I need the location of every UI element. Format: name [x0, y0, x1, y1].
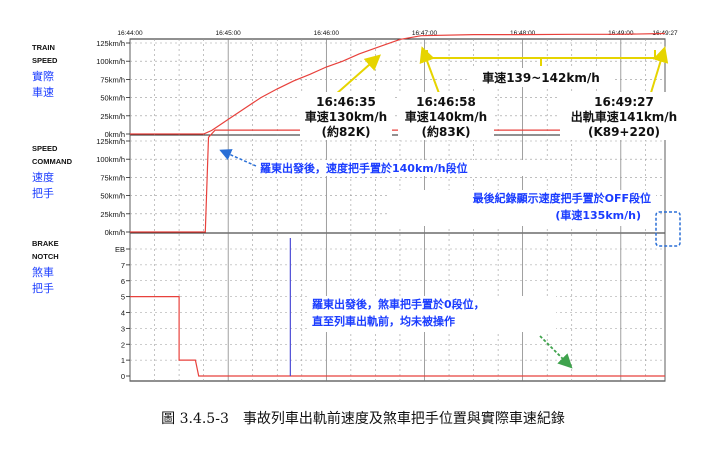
y-tick-label: 125km/h [96, 39, 125, 48]
command-label-en-2: COMMAND [32, 157, 73, 166]
time-label: 16:49:27 [652, 30, 678, 37]
arrow-140 [419, 46, 441, 97]
ann-141-speed: 出軌車速141km/h [571, 109, 677, 124]
y-tick-label: 25km/h [100, 210, 125, 219]
figure-caption: 圖 3.4.5-3 事故列車出軌前速度及煞車把手位置與實際車速紀錄 [161, 410, 565, 427]
last-note-2: (車速135km/h) [555, 208, 641, 222]
y-tick-label: 75km/h [100, 75, 125, 84]
brake-label-en-1: BRAKE [32, 239, 59, 248]
time-axis-labels: 16:44:00 16:45:00 16:46:00 16:47:00 16:48:00… [117, 30, 678, 37]
cmd-note-bg [258, 160, 558, 176]
speed-series-line [130, 32, 666, 135]
y-tick-label: 100km/h [96, 155, 125, 164]
arrow-brake [539, 335, 573, 369]
y-tick-label: 50km/h [100, 94, 125, 103]
brake-label-zh-2: 把手 [32, 281, 54, 295]
y-tick-label: 3 [121, 324, 125, 333]
brake-note-1: 羅東出發後，煞車把手置於0段位， [312, 297, 485, 311]
command-label-zh-2: 把手 [32, 186, 54, 200]
y-tick-label: 6 [121, 277, 125, 286]
y-tick-label: EB [115, 245, 125, 254]
ann-141-time: 16:49:27 [594, 95, 654, 109]
off-highlight-box [655, 211, 681, 247]
brake-note-2: 直至列車出軌前，均未被操作 [312, 314, 455, 328]
ann-140-bg [398, 92, 494, 140]
command-label-zh-1: 速度 [32, 170, 54, 184]
ann-130-time: 16:46:35 [316, 95, 376, 109]
y-tick-label: 1 [121, 356, 125, 365]
y-tick-labels: 125km/h100km/h75km/h50km/h25km/h0km/h125… [96, 39, 125, 381]
time-label: 16:48:00 [510, 30, 536, 37]
ann-141-bg [560, 92, 692, 140]
ann-130-bg [300, 92, 392, 140]
arrow-command [219, 149, 257, 167]
arrow-130 [334, 54, 381, 96]
y-tick-label: 7 [121, 261, 125, 270]
y-tick-label: 100km/h [96, 57, 125, 66]
range-bg [468, 68, 614, 87]
ann-130-km: (約82K) [322, 124, 371, 139]
time-label: 16:46:00 [314, 30, 340, 37]
time-label: 16:47:00 [412, 30, 438, 37]
time-label: 16:44:00 [117, 30, 143, 37]
y-tick-label: 4 [121, 309, 125, 318]
y-tick-label: 2 [121, 340, 125, 349]
command-label-en-1: SPEED [32, 144, 58, 153]
ann-141-km: (K89+220) [588, 125, 660, 139]
y-tick-label: 0km/h [105, 228, 125, 237]
y-tick-label: 125km/h [96, 137, 125, 146]
y-tick-label: 0 [121, 372, 125, 381]
y-tick-label: 25km/h [100, 112, 125, 121]
range-text: 車速139~142km/h [482, 70, 600, 85]
speed-label-en-1: TRAIN [32, 43, 55, 52]
ann-130-speed: 車速130km/h [305, 109, 387, 124]
time-label: 16:45:00 [216, 30, 242, 37]
annotations: 車速139~142km/h 16:46:35 車速130km/h (約82K) … [219, 46, 692, 369]
y-tick-label: 5 [121, 293, 125, 302]
y-tick-label: 0km/h [105, 130, 125, 139]
cmd-note: 羅東出發後，速度把手置於140km/h段位 [260, 161, 468, 175]
arrow-141 [649, 46, 669, 97]
brake-label-zh-1: 煞車 [32, 265, 54, 279]
last-note-bg [388, 190, 656, 226]
y-tick-label: 50km/h [100, 192, 125, 201]
y-tick-label: 75km/h [100, 173, 125, 182]
ann-140-speed: 車速140km/h [405, 109, 487, 124]
brake-note-bg [308, 296, 556, 332]
ann-140-time: 16:46:58 [416, 95, 476, 109]
speed-label-zh-2: 車速 [32, 85, 54, 99]
brake-label-en-2: NOTCH [32, 252, 59, 261]
last-note-1: 最後紀錄顯示速度把手置於OFF段位 [473, 191, 651, 205]
speed-label-en-2: SPEED [32, 56, 58, 65]
time-label: 16:49:00 [608, 30, 634, 37]
brake-series-line [130, 296, 665, 377]
ann-140-km: (約83K) [422, 124, 471, 139]
panel-labels: TRAIN SPEED 實際 車速 SPEED COMMAND 速度 把手 BR… [32, 43, 73, 295]
speed-label-zh-1: 實際 [32, 69, 54, 83]
